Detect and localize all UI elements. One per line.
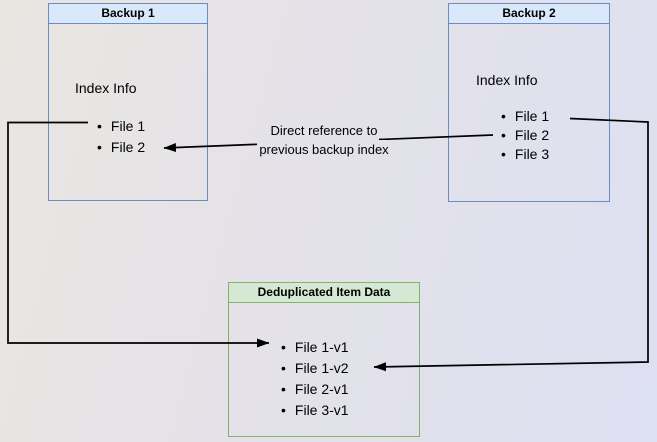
list-item: • File 2-v1: [281, 381, 349, 402]
dedup-title: Deduplicated Item Data: [229, 283, 419, 303]
list-item: • File 1-v2: [281, 360, 349, 381]
file-label: File 2-v1: [294, 381, 349, 397]
bullet-icon: •: [97, 139, 102, 155]
bullet-icon: •: [281, 360, 286, 376]
bullet-icon: •: [281, 381, 286, 397]
file-label: File 3-v1: [294, 402, 349, 418]
bullet-icon: •: [281, 339, 286, 355]
list-item: • File 2: [97, 139, 145, 160]
backup2-box: Backup 2 Index Info • File 1 • File 2 • …: [448, 3, 610, 202]
list-item: • File 2: [501, 127, 549, 146]
backup1-subtitle: Index Info: [75, 80, 137, 96]
direct-reference-label: Direct reference to previous backup inde…: [233, 121, 415, 159]
list-item: • File 1: [97, 118, 145, 139]
list-item: • File 1: [501, 108, 549, 127]
list-item: • File 3-v1: [281, 402, 349, 423]
backup1-title: Backup 1: [49, 4, 207, 24]
bullet-icon: •: [501, 127, 506, 143]
file-label: File 1: [514, 108, 550, 124]
backup2-subtitle: Index Info: [476, 72, 538, 88]
deduplicated-item-data-box: Deduplicated Item Data • File 1-v1 • Fil…: [228, 282, 420, 437]
file-label: File 3: [514, 146, 550, 162]
file-label: File 1: [110, 118, 146, 134]
backup2-file-list: • File 1 • File 2 • File 3: [501, 108, 549, 165]
direct-reference-label-line1: Direct reference to: [268, 121, 380, 140]
list-item: • File 3: [501, 146, 549, 165]
backup1-file-list: • File 1 • File 2: [97, 118, 145, 160]
bullet-icon: •: [501, 146, 506, 162]
backup2-title: Backup 2: [449, 4, 609, 24]
file-label: File 2: [514, 127, 550, 143]
list-item: • File 1-v1: [281, 339, 349, 360]
bullet-icon: •: [281, 402, 286, 418]
backup1-box: Backup 1 Index Info • File 1 • File 2: [48, 3, 208, 201]
file-label: File 2: [110, 139, 146, 155]
dedup-file-list: • File 1-v1 • File 1-v2 • File 2-v1 • Fi…: [281, 339, 349, 423]
bullet-icon: •: [501, 108, 506, 124]
file-label: File 1-v1: [294, 339, 349, 355]
file-label: File 1-v2: [294, 360, 349, 376]
bullet-icon: •: [97, 118, 102, 134]
direct-reference-label-line2: previous backup index: [257, 140, 391, 159]
